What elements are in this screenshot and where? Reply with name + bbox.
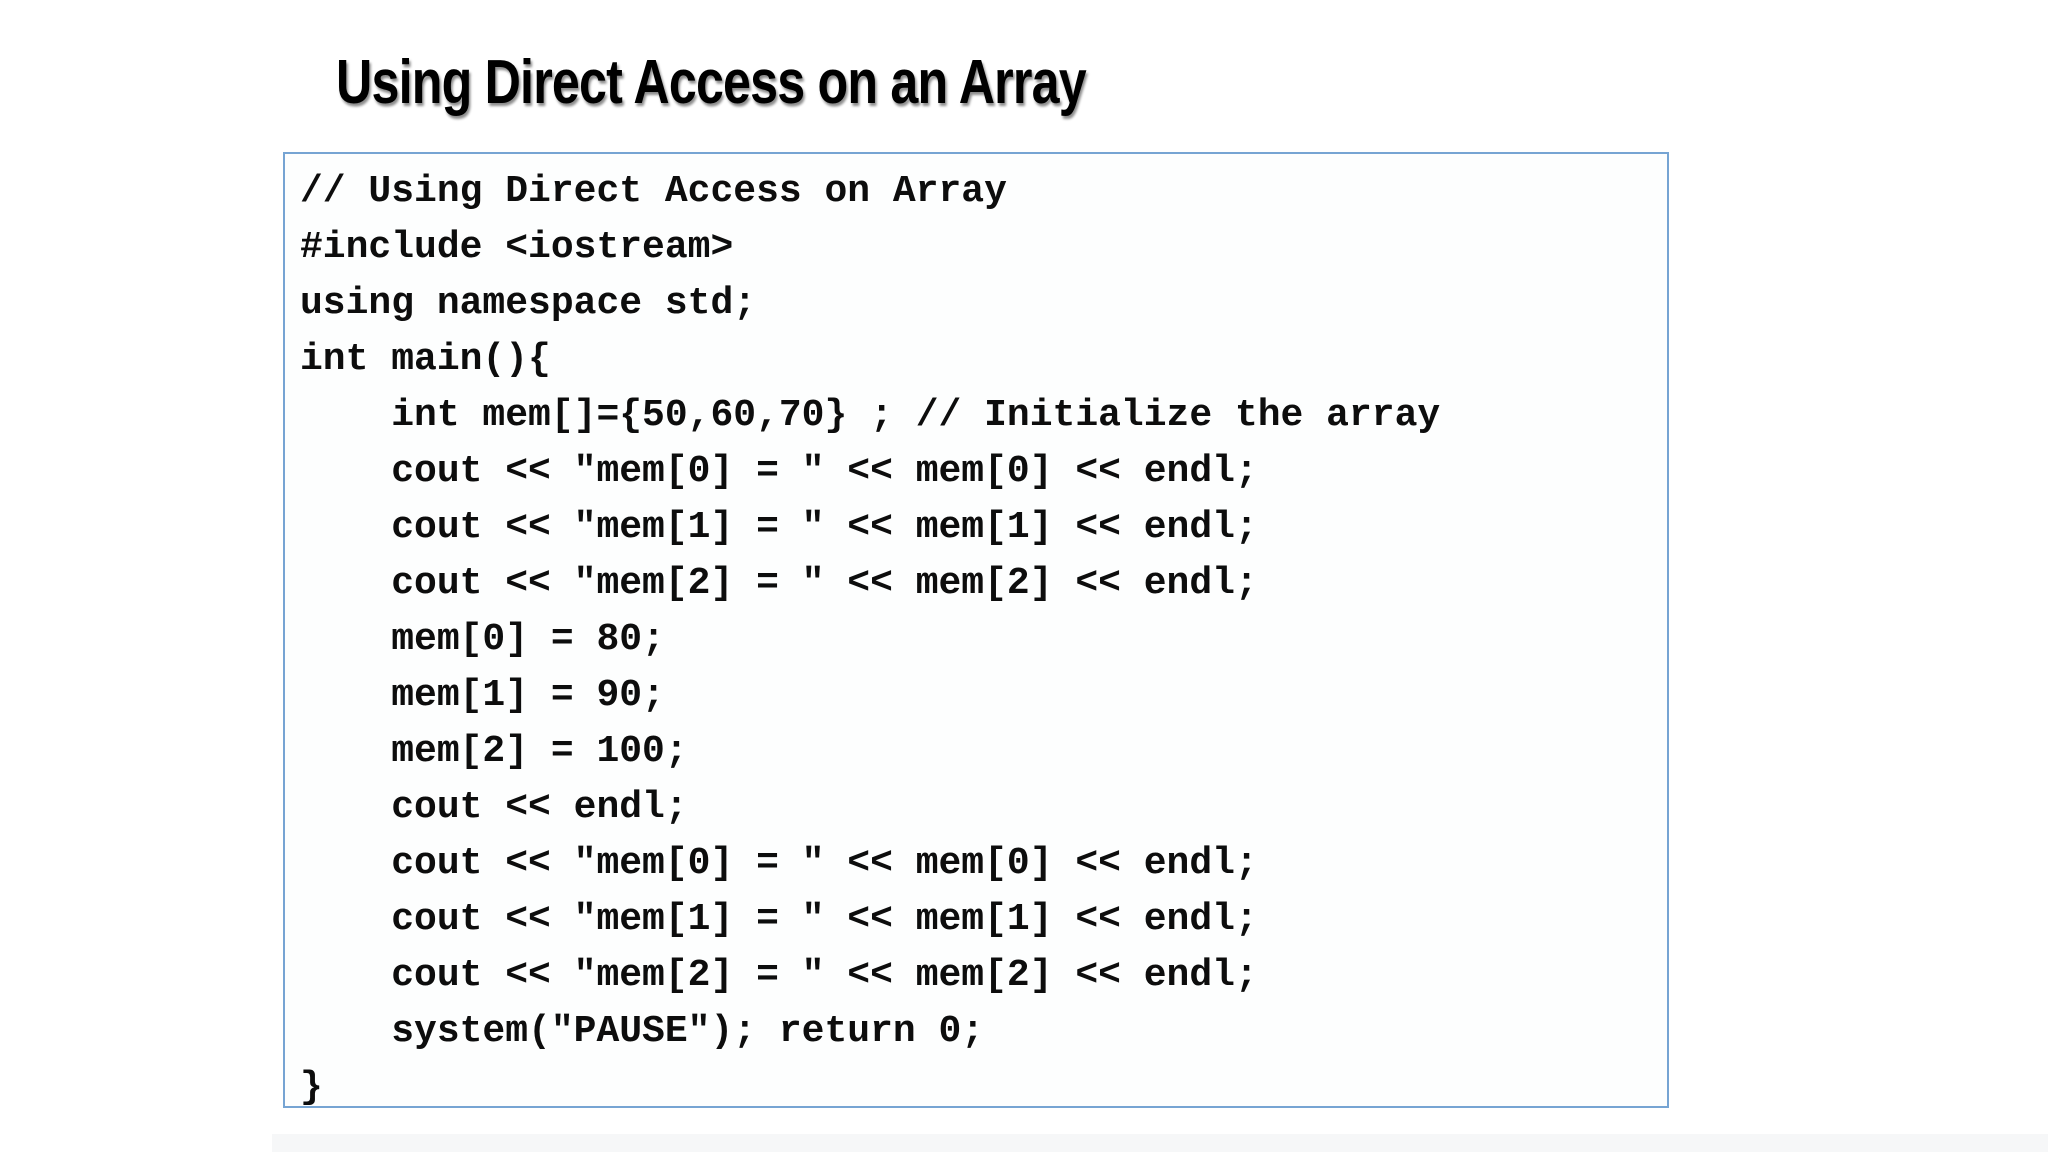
code-line: int main(){ [300, 338, 551, 381]
code-line: cout << "mem[1] = " << mem[1] << endl; [300, 506, 1258, 549]
code-line: cout << endl; [300, 786, 688, 829]
code-line: mem[1] = 90; [300, 674, 665, 717]
slide-bottom-edge [272, 1134, 2048, 1152]
code-line: mem[2] = 100; [300, 730, 688, 773]
slide-title: Using Direct Access on an Array [336, 48, 1087, 117]
code-line: using namespace std; [300, 282, 757, 325]
code-line: // Using Direct Access on Array [300, 170, 1007, 213]
code-line: #include <iostream> [300, 226, 734, 269]
code-line: cout << "mem[1] = " << mem[1] << endl; [300, 898, 1258, 941]
code-line: cout << "mem[0] = " << mem[0] << endl; [300, 842, 1258, 885]
code-line: int mem[]={50,60,70} ; // Initialize the… [300, 394, 1441, 437]
code-line: cout << "mem[0] = " << mem[0] << endl; [300, 450, 1258, 493]
code-box: // Using Direct Access on Array #include… [283, 152, 1669, 1108]
code-line: cout << "mem[2] = " << mem[2] << endl; [300, 954, 1258, 997]
code-line: mem[0] = 80; [300, 618, 665, 661]
code-line: cout << "mem[2] = " << mem[2] << endl; [300, 562, 1258, 605]
code-line: system("PAUSE"); return 0; [300, 1010, 985, 1053]
code-line: } [300, 1066, 323, 1108]
